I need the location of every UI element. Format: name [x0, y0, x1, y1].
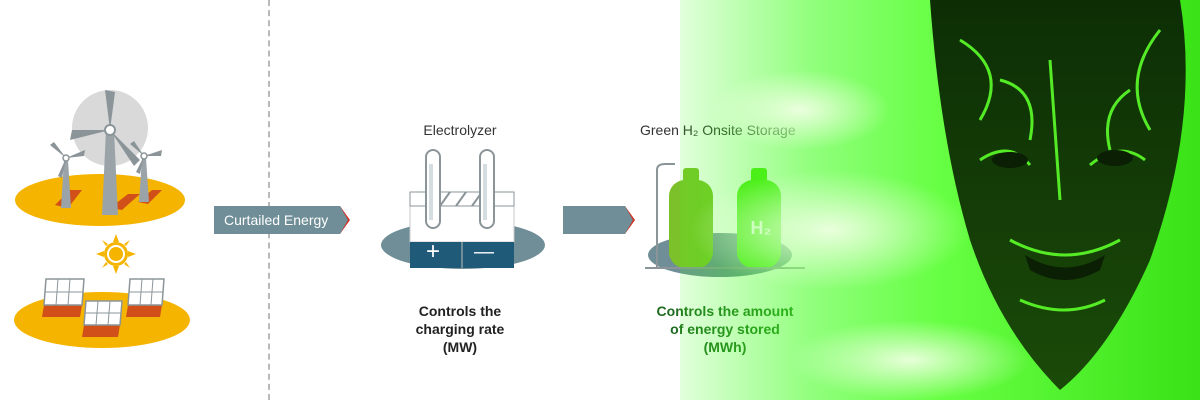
plus-symbol: + — [425, 238, 440, 265]
minus-symbol: — — [474, 241, 494, 263]
tank-label: H₂ — [750, 218, 772, 238]
curtailed-energy-label: Curtailed Energy — [224, 212, 329, 228]
storage-caption: Controls the amount of energy stored (MW… — [656, 303, 794, 355]
curtailed-energy-arrow: Curtailed Energy — [214, 206, 350, 234]
section-divider — [268, 0, 270, 400]
solar-panel-icon — [14, 278, 190, 348]
electrolyzer-icon — [381, 149, 545, 269]
hydrogen-tank-icon — [645, 163, 805, 277]
storage-title: Green H₂ Onsite Storage — [640, 122, 796, 138]
wind-farm-icon — [15, 90, 185, 226]
electrolyzer-caption: Controls the charging rate (MW) — [415, 303, 505, 355]
sun-icon — [96, 234, 136, 274]
hydrogen-flow-arrow — [563, 206, 635, 234]
electrolyzer-title: Electrolyzer — [423, 122, 497, 138]
